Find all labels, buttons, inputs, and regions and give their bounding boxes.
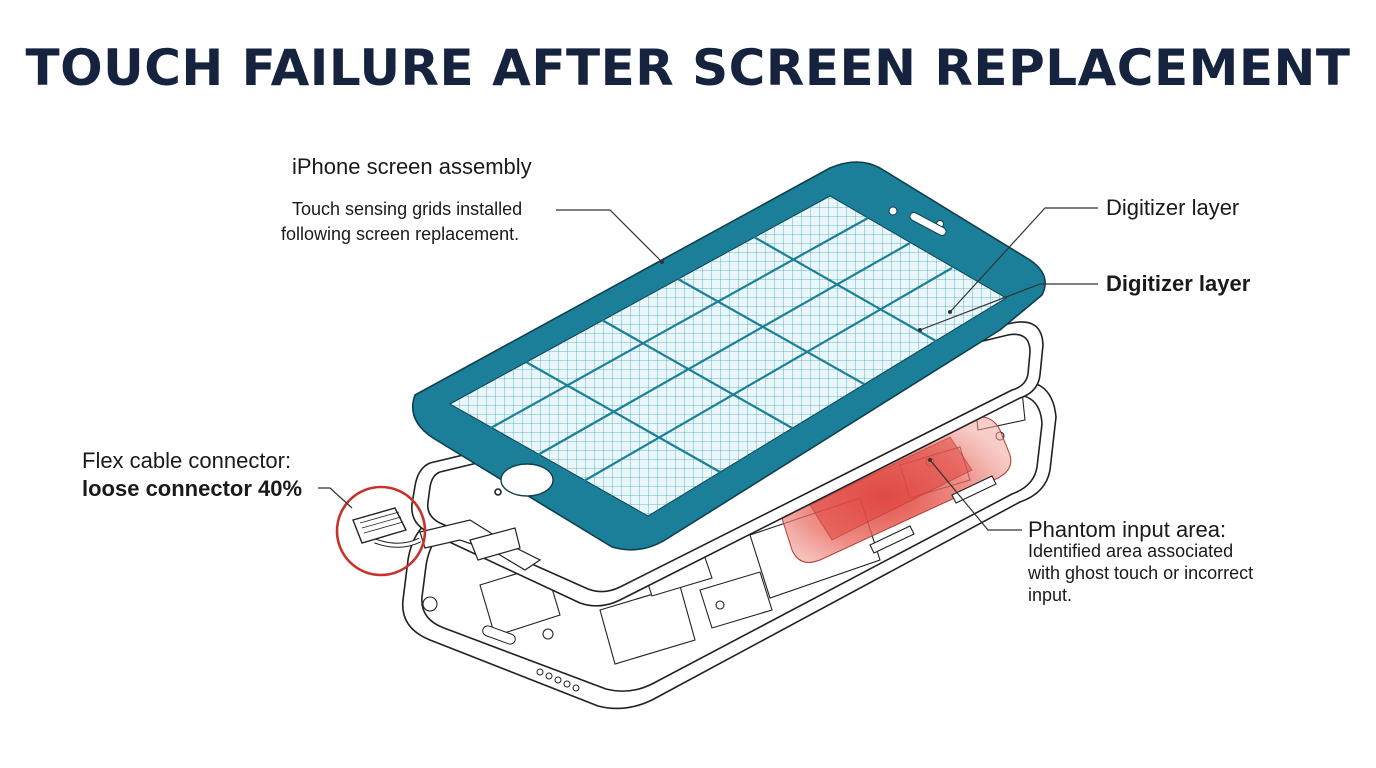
side-buttons xyxy=(869,475,997,554)
screen-assembly xyxy=(411,161,1046,551)
leader-dots xyxy=(660,260,952,462)
digitizer-layer-label-bold: Digitizer layer xyxy=(1106,271,1251,296)
bottom-port-holes xyxy=(482,625,580,692)
flex-connector xyxy=(352,507,422,548)
leader-lines xyxy=(318,207,1098,531)
flex-cable xyxy=(419,519,542,571)
phantom-area-desc-line2: with ghost touch or incorrect xyxy=(1028,563,1254,583)
home-button xyxy=(500,463,554,497)
flex-cable-status: loose connector 40% xyxy=(82,476,303,501)
screen-assembly-desc-line1: Touch sensing grids installed xyxy=(292,199,523,219)
phantom-area-desc-line1: Identified area associated xyxy=(1028,541,1234,561)
screen-assembly-heading: iPhone screen assembly xyxy=(292,154,532,179)
phantom-area-desc-line3: input. xyxy=(1028,585,1073,605)
touch-grid-lines xyxy=(488,217,953,482)
page-title: TOUCH FAILURE AFTER SCREEN REPLACEMENT xyxy=(25,39,1351,97)
highlight-circle xyxy=(335,485,427,577)
phantom-area-heading: Phantom input area: xyxy=(1028,517,1227,542)
digitizer-layer-label: Digitizer layer xyxy=(1106,195,1240,220)
flex-cable-label: Flex cable connector: xyxy=(82,448,292,473)
screen-assembly-desc-line2: following screen replacement. xyxy=(281,224,520,244)
